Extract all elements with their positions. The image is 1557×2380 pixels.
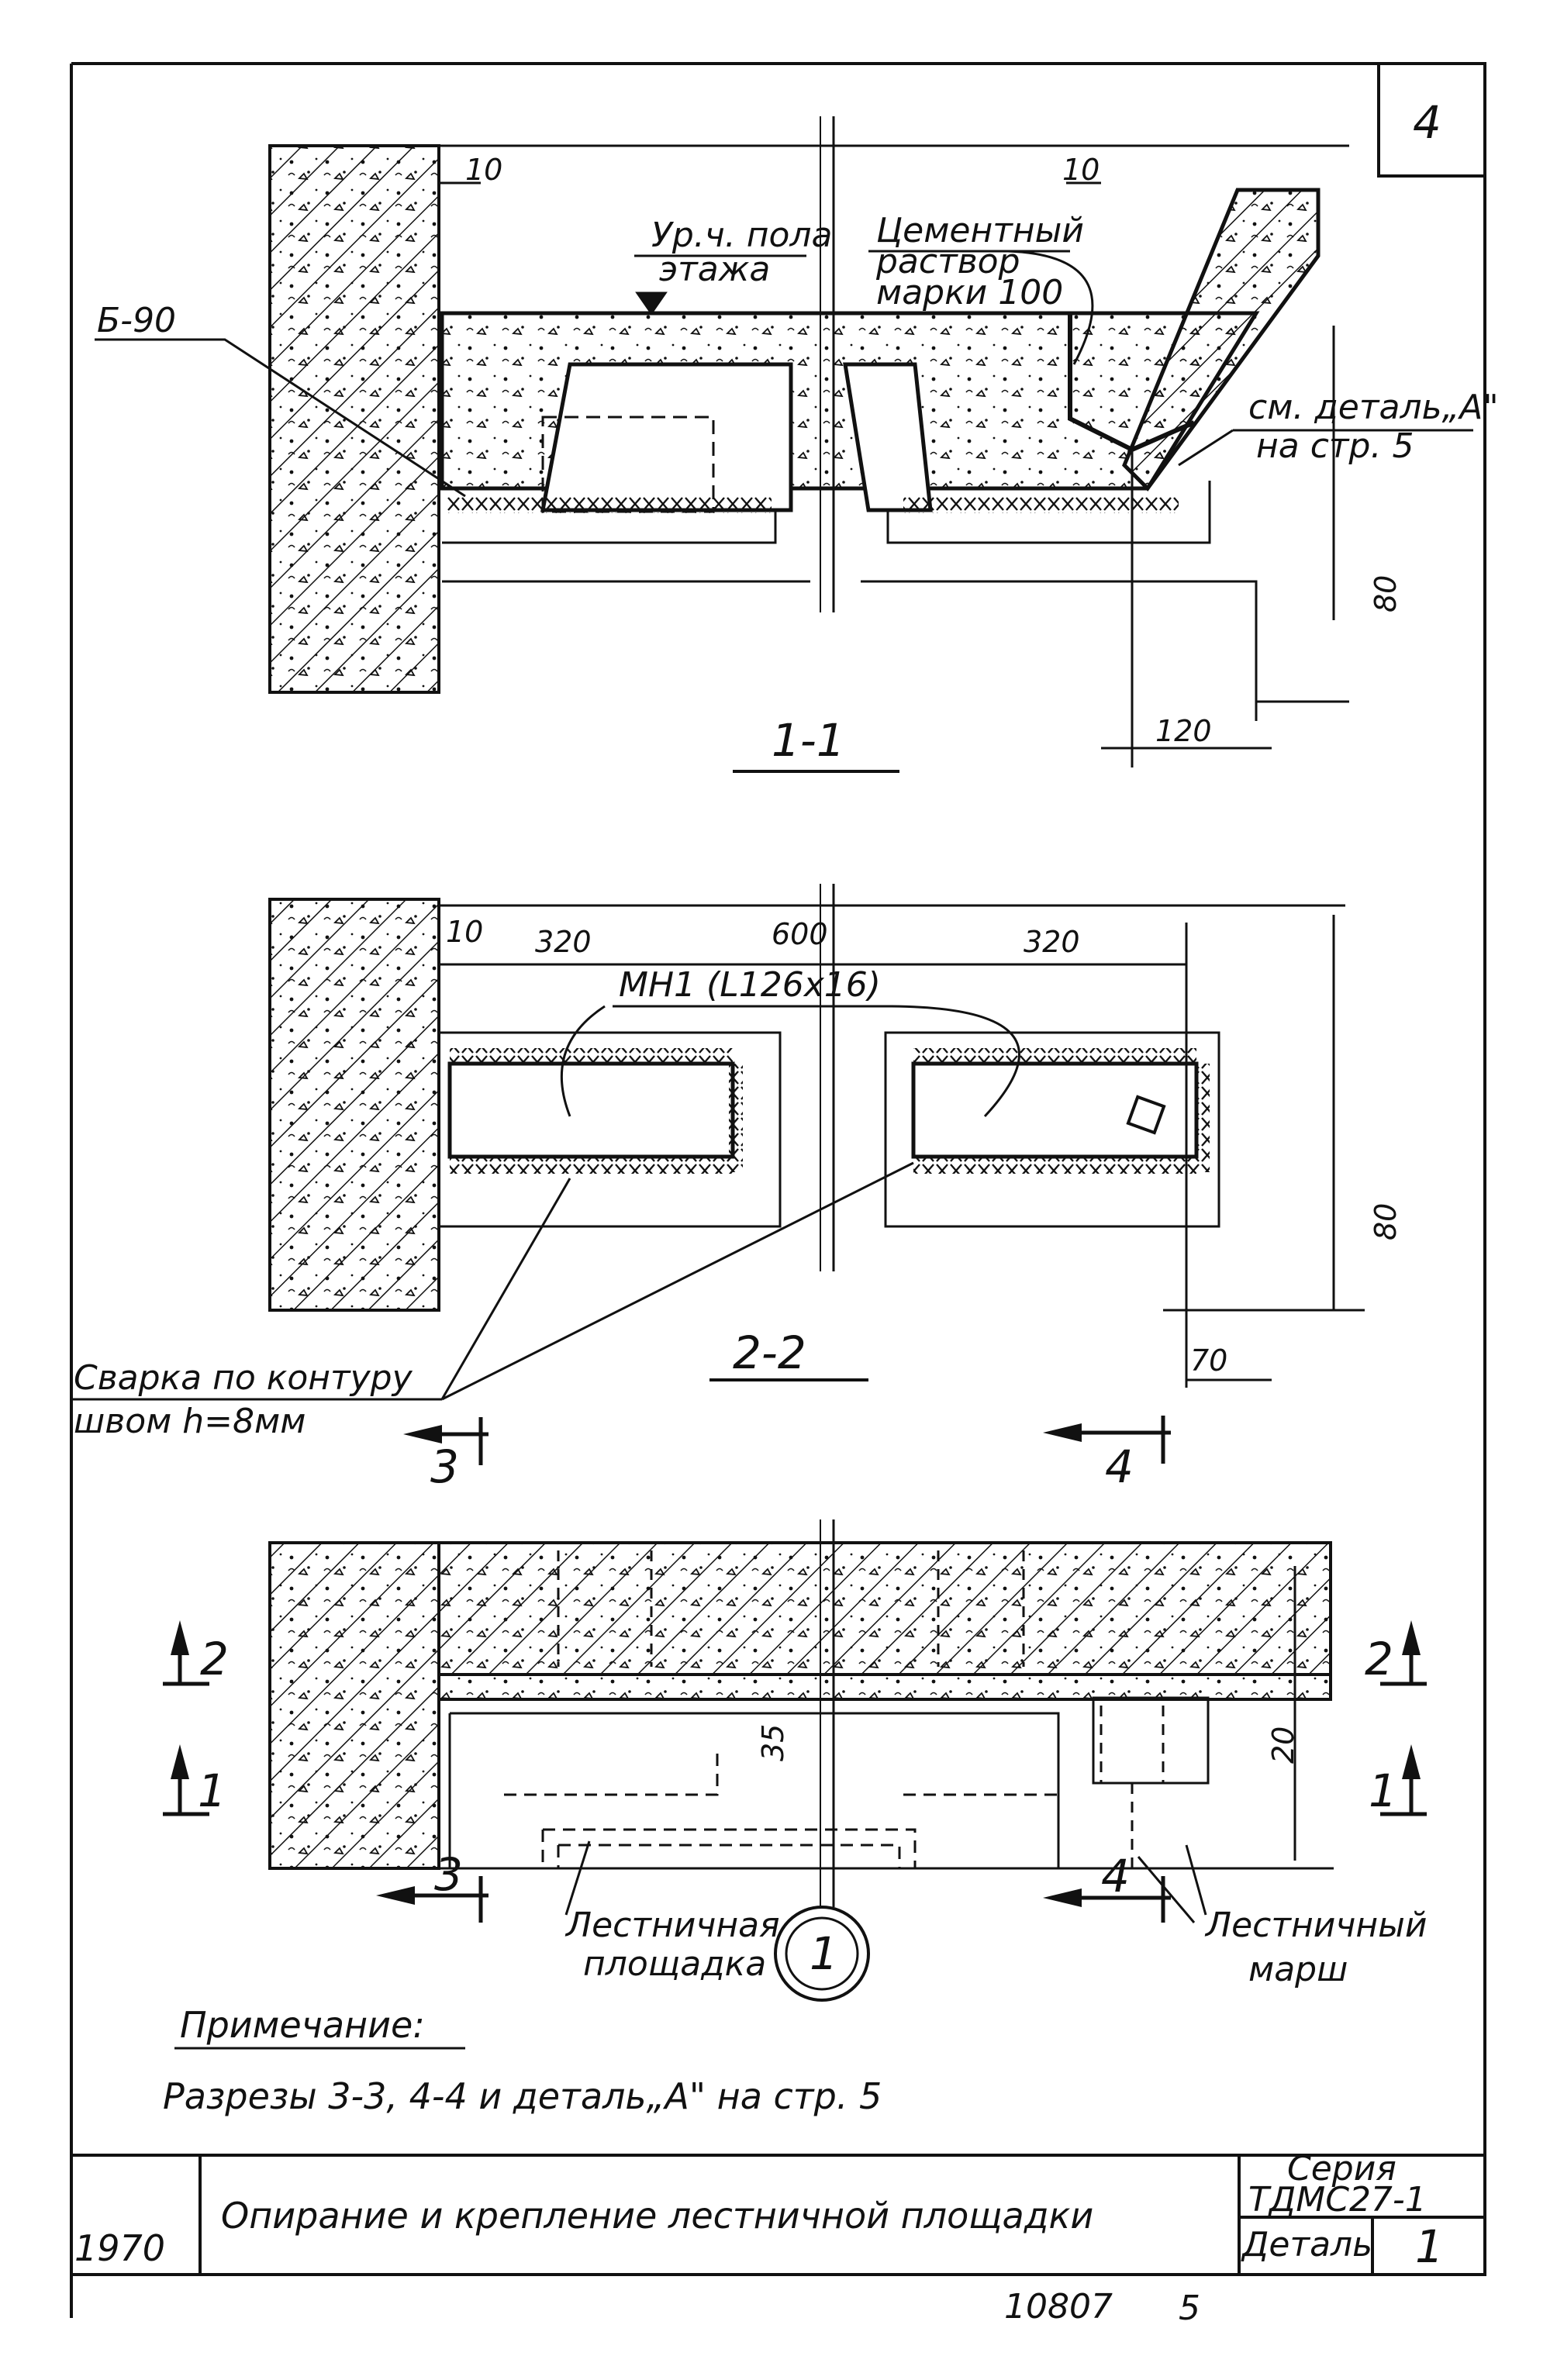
dim-80: 80 [1369,575,1403,612]
floor-level-marker [634,254,806,316]
angle-mn1-left [447,1061,735,1159]
section-1-1-title: 1-1 [772,714,845,767]
cut-mark-4-bottom: 4 [1043,1850,1171,1923]
label-detail-ref-2: на стр. 5 [1256,426,1414,466]
dim-70: 70 [1190,1343,1227,1378]
svg-text:3: 3 [434,1848,463,1901]
dim-600: 600 [772,917,828,951]
dim-10-right: 10 [1062,153,1100,187]
label-mortar-3: марки 100 [876,273,1063,312]
weld-strip-right [903,496,1179,513]
section-2-2-title: 2-2 [733,1326,806,1379]
cut-mark-4-top: 4 [1043,1416,1171,1493]
year: 1970 [74,2227,165,2269]
detail-value: 1 [1415,2220,1444,2273]
note-heading: Примечание: [180,2004,425,2046]
svg-text:2: 2 [1365,1633,1393,1685]
node-marker: 1 [774,1906,870,2002]
series-label: Серия [1287,2149,1396,2189]
label-weld-1: Сварка по контуру [74,1358,413,1398]
note-text: Разрезы 3-3, 4-4 и деталь„А" на стр. 5 [163,2075,882,2117]
section-2-2: 10 320 600 320 80 70 МН1 (L126x16) 2-2 С… [71,884,1403,1441]
dim-80-2-2: 80 [1369,1203,1403,1240]
dim-35: 35 [756,1724,790,1761]
label-landing-2: площадка [583,1944,766,1984]
cut-mark-3-bottom: 3 [376,1848,489,1923]
label-flight-1: Лестничный [1204,1906,1427,1945]
label-b90: Б-90 [97,301,176,340]
angle-left-opening [540,362,793,512]
dim-20: 20 [1266,1726,1300,1764]
svg-text:4: 4 [1101,1850,1130,1902]
svg-text:1: 1 [1369,1764,1397,1817]
title-block: 1970 Опирание и крепление лестничной пло… [71,2149,1485,2275]
label-flight-2: марш [1248,1950,1348,1989]
drawing-title: Опирание и крепление лестничной площадки [221,2195,1093,2237]
label-detail-ref-1: см. деталь„А" [1248,388,1499,427]
label-mortar-1: Цементный [876,211,1084,250]
label-mn1: МН1 (L126x16) [619,965,881,1005]
svg-text:2: 2 [200,1633,229,1685]
plan-view: 35 20 3 4 3 4 2 1 [163,1416,1427,2002]
weld-strip-left [446,496,772,513]
dim-320-left: 320 [535,925,592,959]
angle-mn1-right [911,1061,1199,1159]
cut-mark-1-left: 1 [163,1744,226,1817]
dim-120: 120 [1155,714,1212,748]
label-weld-2: швом h=8мм [74,1402,306,1441]
detail-label: Деталь [1241,2225,1372,2264]
dim-320-right: 320 [1024,925,1080,959]
section-1-1: 10 10 80 120 Б-90 Ур.ч. пола этажа Цемен… [95,116,1499,773]
node-number: 1 [810,1927,838,1980]
cut-mark-3-top: 3 [403,1417,489,1493]
bottom-number: 10807 [1004,2287,1113,2327]
bottom-stamp: 10807 5 [1004,2287,1200,2328]
note-block: Примечание: Разрезы 3-3, 4-4 и деталь„А"… [163,2004,882,2117]
label-floor-level-1: Ур.ч. пола [651,216,832,255]
sheet-frame: 4 [70,62,1486,2318]
dim-10-left: 10 [465,153,502,187]
label-landing-1: Лестничная [564,1906,780,1945]
svg-text:1: 1 [198,1764,226,1817]
series-value: ТДМС27-1 [1248,2180,1427,2220]
cut-mark-2-left: 2 [163,1620,229,1686]
cut-mark-2-right: 2 [1365,1620,1427,1686]
svg-text:3: 3 [430,1440,459,1493]
page-number-box [1377,62,1486,178]
bearing-strip-plan [437,1673,1332,1701]
page-number: 4 [1413,96,1441,149]
bottom-page: 5 [1179,2289,1200,2328]
svg-text:4: 4 [1105,1440,1134,1493]
label-mortar-2: раствор [875,242,1020,281]
dim-10-2-2: 10 [446,915,483,949]
cut-mark-1-right: 1 [1369,1744,1427,1817]
